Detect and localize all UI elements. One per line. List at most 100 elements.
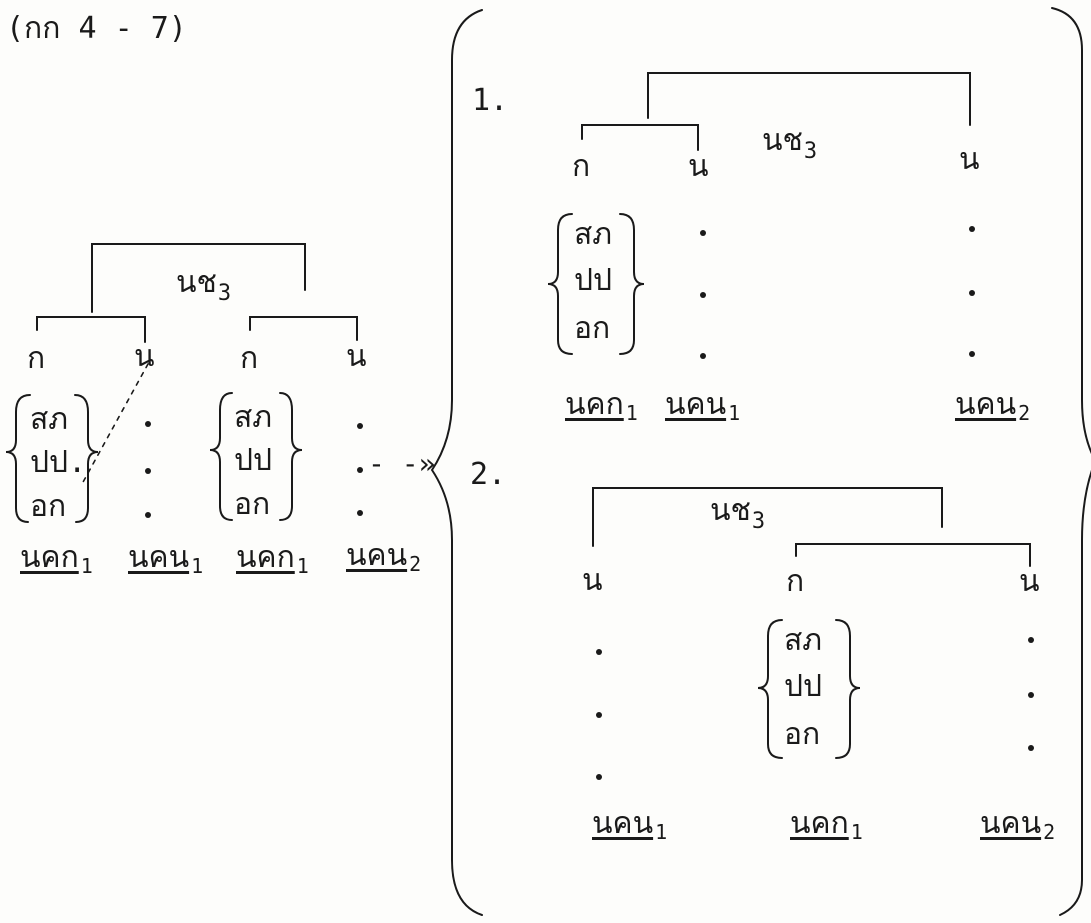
opt1-root-node: นช3	[762, 126, 817, 163]
right-brace-2	[279, 392, 303, 521]
opt1-group-item-3: อก	[574, 311, 611, 346]
option-1-number: 1.	[472, 83, 509, 118]
left-group2-item-2: ปป	[234, 443, 273, 478]
label-text: นคน	[665, 387, 727, 422]
label-text: นคก	[236, 540, 295, 575]
label-subscript: 1	[80, 554, 93, 578]
label-subscript: 1	[625, 401, 638, 425]
opt2-group-item-1: สภ	[784, 623, 823, 658]
dot	[969, 351, 975, 357]
opt2-sub-branch	[795, 543, 1031, 567]
label-subscript: 1	[728, 401, 741, 425]
right-brace-1	[74, 394, 99, 523]
node-subscript: 3	[803, 139, 818, 164]
example-number: (กก 4 - 7)	[6, 11, 187, 46]
opt2-left-brace	[757, 619, 783, 759]
opt1-left-brace	[547, 213, 573, 355]
dot	[357, 423, 363, 429]
label-text: นคก	[565, 387, 624, 422]
left-group2-item-1: สภ	[234, 400, 273, 435]
dot	[145, 468, 151, 474]
opt1-sub-branch	[581, 124, 699, 151]
label-subscript: 2	[1018, 401, 1031, 425]
label-subscript: 1	[850, 820, 863, 844]
left-sub-branch-2	[249, 316, 358, 341]
transformation-arrow: - -»	[368, 447, 436, 480]
left-group2-item-3: อก	[234, 487, 271, 522]
dot	[145, 512, 151, 518]
opt2-cat-k: ก	[786, 564, 805, 599]
left-brace-2	[209, 392, 233, 521]
dot	[1028, 745, 1034, 751]
opt1-cat-n-2: น	[959, 142, 980, 177]
left-cat-n-2: น	[346, 339, 367, 374]
opt1-cat-n-1: น	[688, 149, 709, 184]
opt2-cat-n-1: น	[582, 563, 603, 598]
opt1-cat-k: ก	[572, 149, 591, 184]
dot	[700, 230, 706, 236]
opt1-root-branch	[647, 72, 971, 126]
opt2-root-node: นช3	[710, 496, 765, 533]
opt1-group-item-1: สภ	[574, 217, 613, 252]
node-label: นช	[710, 493, 751, 528]
left-cat-k-2: ก	[240, 341, 259, 376]
label-text: นคน	[346, 538, 408, 573]
node-label: นช	[762, 123, 803, 158]
dashed-link	[81, 363, 149, 485]
left-root-node: นช3	[176, 268, 231, 305]
dot	[700, 292, 706, 298]
dot	[357, 510, 363, 516]
label-text: นคน	[980, 806, 1042, 841]
big-right-brace	[1051, 7, 1091, 916]
left-root-branch	[91, 243, 306, 313]
opt1-group-item-2: ปป	[574, 263, 613, 298]
label-text: นคก	[20, 540, 79, 575]
opt2-group-item-2: ปป	[784, 669, 823, 704]
node-subscript: 3	[217, 281, 232, 306]
left-group1-item-3: อก	[30, 489, 67, 524]
dot	[357, 467, 363, 473]
dot	[596, 712, 602, 718]
dot	[1028, 692, 1034, 698]
dot	[596, 774, 602, 780]
option-2-number: 2.	[470, 457, 507, 492]
label-subscript: 1	[655, 820, 668, 844]
opt2-root-branch	[592, 487, 943, 547]
dot	[596, 649, 602, 655]
dot	[1028, 637, 1034, 643]
opt2-right-brace	[835, 619, 861, 759]
label-text: นคน	[128, 540, 190, 575]
left-group1-item-1: สภ	[30, 402, 69, 437]
label-text: นคน	[955, 387, 1017, 422]
dot	[969, 290, 975, 296]
left-cat-n-1: น	[134, 339, 155, 374]
left-group1-item-2: ปป.	[30, 445, 87, 480]
dot	[700, 353, 706, 359]
big-left-brace	[430, 9, 483, 916]
label-text: นคน	[592, 806, 654, 841]
left-cat-k-1: ก	[27, 341, 46, 376]
opt2-cat-n-2: น	[1019, 564, 1040, 599]
left-sub-branch-1	[36, 316, 146, 343]
label-subscript: 1	[296, 554, 309, 578]
dot	[969, 226, 975, 232]
opt2-group-item-3: อก	[784, 717, 821, 752]
node-subscript: 3	[751, 509, 766, 534]
left-brace-1	[5, 394, 31, 523]
dot	[145, 421, 151, 427]
label-subscript: 2	[409, 552, 422, 576]
node-label: นช	[176, 265, 217, 300]
label-subscript: 1	[191, 554, 204, 578]
label-text: นคก	[790, 806, 849, 841]
